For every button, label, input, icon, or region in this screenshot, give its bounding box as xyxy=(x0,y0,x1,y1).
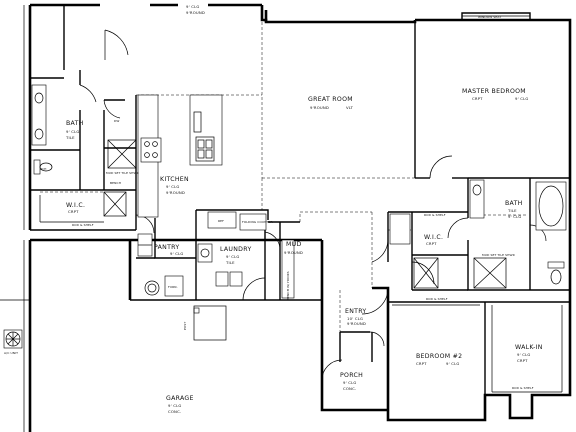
fixtures xyxy=(3,15,567,393)
laundry-sub1: 9' CLG xyxy=(226,254,240,259)
rod-shelf-note-mid: ROD & SHELF xyxy=(424,213,446,217)
top-room-ceiling-type: 9'ROUND xyxy=(186,10,205,15)
bedroom2-sub2: 9' CLG xyxy=(446,361,460,366)
water-heater-icon xyxy=(144,280,160,296)
furnace-icon xyxy=(164,275,184,297)
bench-note: BENCH xyxy=(110,181,121,185)
porch-sub2: CONC. xyxy=(343,386,356,391)
refrigerator-icon xyxy=(207,211,237,229)
bath-master-sub1: TILE xyxy=(507,208,517,213)
master-bedroom-label: MASTER BEDROOM xyxy=(462,88,526,95)
rod-shelf-note-walkin: ROD & SHELF xyxy=(512,386,534,390)
wic-left-label: W.I.C. xyxy=(66,202,85,209)
window-seat-note: WINDOW SEAT xyxy=(478,15,501,19)
garage-label: GARAGE xyxy=(166,395,194,402)
great-room-sub1: 9'ROUND xyxy=(310,105,329,110)
mud-label: MUD xyxy=(286,241,302,248)
great-room-sub2: VLT xyxy=(346,105,354,110)
wh-note: W/H xyxy=(40,167,47,171)
kitchen-label: KITCHEN xyxy=(160,176,189,183)
bathtub-icon xyxy=(535,181,567,231)
wic-mid-sub1: CRPT xyxy=(426,241,437,246)
bath-left-sub2: TILE xyxy=(65,135,75,140)
kitchen-sub1: 9' CLG xyxy=(166,184,180,189)
rod-shelf-note-bed2: ROD & SHELF xyxy=(426,297,448,301)
entry-label: ENTRY xyxy=(345,308,367,315)
dw-note: DW xyxy=(114,119,119,123)
bath-master-label: BATH xyxy=(505,200,523,207)
sink-icon xyxy=(472,184,482,196)
bench-hooks-note: BENCH W/ HOOKS xyxy=(286,271,290,300)
toilet-icon xyxy=(39,162,53,172)
mud-set-tile-note-master: MUD SET TILE SHWR xyxy=(482,253,515,257)
bath-left-sub1: 9' CLG xyxy=(66,129,80,134)
entry-sub2: 9'ROUND xyxy=(347,321,366,326)
note-labels: WINDOW SEAT ROD & SHELF ROD & SHELF ROD … xyxy=(4,15,534,390)
mud-set-tile-note: MUD SET TILE SHWR xyxy=(106,171,139,175)
garage-sub1: 9' CLG xyxy=(168,403,182,408)
walk-in-sub1: 9' CLG xyxy=(517,352,531,357)
shower-icon xyxy=(107,139,137,169)
ac-unit-note: A/C UNIT xyxy=(4,351,18,355)
wic-mid-label: W.I.C. xyxy=(424,234,443,241)
sink-icon xyxy=(195,136,215,162)
pantry-label: PANTRY xyxy=(154,244,179,251)
folding-counter-note: FOLDING COUNTER xyxy=(242,220,273,224)
door-swings xyxy=(79,29,547,381)
bedroom2-sub1: CRPT xyxy=(416,361,427,366)
ref-note: REF xyxy=(218,219,224,223)
top-room-ceiling: 9' CLG xyxy=(186,4,200,9)
room-labels: 9' CLG 9'ROUND GREAT ROOM 9'ROUND VLT MA… xyxy=(65,4,543,414)
laundry-sub2: TILE xyxy=(225,260,235,265)
master-bedroom-sub1: 9' CLG xyxy=(515,96,529,101)
shower-icon xyxy=(473,257,507,289)
master-bedroom-sub2: CRPT xyxy=(472,96,483,101)
post-note: POST xyxy=(183,322,187,330)
cooktop-icon xyxy=(140,137,162,163)
walk-in-sub2: CRPT xyxy=(517,358,528,363)
bedroom2-label: BEDROOM #2 xyxy=(416,353,462,360)
bath-master-sub2: 9' CLG xyxy=(508,214,522,219)
laundry-label: LAUNDRY xyxy=(220,246,252,253)
furn-note: FURN. xyxy=(168,285,178,289)
walls xyxy=(0,3,572,432)
bath-left-label: BATH xyxy=(66,120,84,127)
wic-left-sub1: CRPT xyxy=(68,209,79,214)
pantry-sub1: 9' CLG xyxy=(170,251,184,256)
porch-label: PORCH xyxy=(340,372,363,379)
porch-sub1: 9' CLG xyxy=(343,380,357,385)
post-icon xyxy=(193,307,200,314)
toilet-icon xyxy=(550,269,562,285)
interior-walls xyxy=(30,5,570,395)
sink-icon xyxy=(34,128,44,140)
mud-sub1: 9'ROUND xyxy=(284,250,303,255)
entry-sub1: 10' CLG xyxy=(347,316,363,321)
great-room-label: GREAT ROOM xyxy=(308,96,353,103)
kitchen-sub2: 9'ROUND xyxy=(166,190,185,195)
sink-icon xyxy=(34,92,44,104)
rod-shelf-note: ROD & SHELF xyxy=(72,223,94,227)
walk-in-label: WALK-IN xyxy=(515,344,543,351)
garage-sub2: CONC. xyxy=(168,409,181,414)
